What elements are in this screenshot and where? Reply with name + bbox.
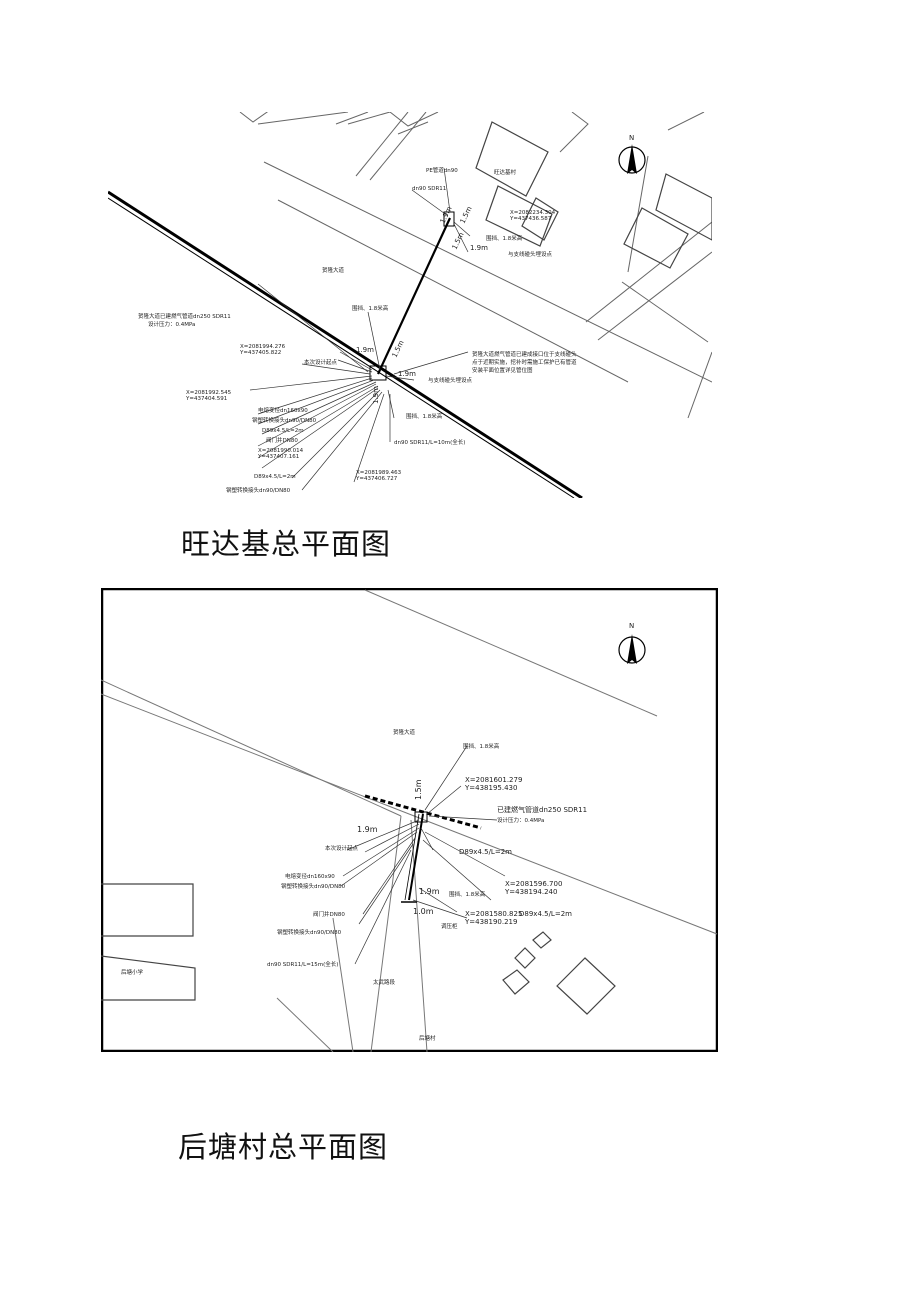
label-village: 后塘村 [419, 1034, 436, 1042]
label-lane: 太武路段 [373, 978, 396, 986]
label-pipe-sdr: dn90 SDR11 [412, 186, 446, 192]
coord-y1: Y=438195.430 [464, 784, 517, 792]
label-fence-b: 围挡、1.8米高 [352, 304, 389, 312]
label-main-line-2: 设计压力：0.4MPa [497, 816, 544, 824]
buildings [101, 883, 616, 1015]
note-2: 点于近期实施，挖补时需施工保护已有管道 [472, 358, 577, 366]
coord-x3: X=2081992.545 [186, 390, 232, 396]
label-fence-a: 围挡、1.8米高 [486, 234, 523, 242]
label-main-line-2: 设计压力：0.4MPa [148, 320, 195, 328]
label-design-pt: 本次设计起点 [325, 844, 359, 852]
label-start-pt: 与支线碰头埋设点 [508, 250, 553, 258]
dim-15m-a: 1.5m [459, 205, 474, 225]
drawing-frame [101, 588, 718, 1052]
coord-y3: Y=437404.591 [185, 396, 227, 402]
dim-10m: 1.0m [413, 907, 434, 916]
coord-y1: Y=437436.587 [509, 216, 552, 222]
label-pipe-len: dn90 SDR11/L=15m(全长) [267, 960, 338, 968]
site-context-lines [239, 112, 712, 419]
north-label: N [629, 622, 634, 630]
site-plan-wangdaji: N PE管道dn90 旺达基村 dn90 SDR11 1.9m 1.5m X=2… [108, 112, 712, 498]
coord-x3: X=2081580.825 [465, 910, 522, 918]
label-adaptor-b: 钢塑转换接头dn90/DN80 [277, 928, 342, 936]
label-main-line-1: 贺隆大道已建燃气管道dn250 SDR11 [138, 312, 231, 320]
label-village: 旺达基村 [494, 168, 517, 176]
coord-y2: Y=437405.822 [239, 350, 281, 356]
label-regulator: 调压柜 [441, 922, 458, 930]
dim-19m-a: 1.9m [357, 825, 378, 834]
north-label: N [629, 134, 634, 142]
label-tee: 电熔变径dn160x90 [285, 872, 335, 880]
coord-x2: X=2081994.276 [240, 344, 286, 350]
dim-15m-b: 1.5m [451, 231, 466, 251]
label-d89-b: D89x4.5/L=2m [254, 474, 296, 480]
label-adaptor: 钢塑转换接头dn90/DN80 [252, 416, 317, 424]
leader-lines [340, 745, 506, 965]
dim-19m-c: 1.9m [356, 346, 374, 354]
dim-19m-d: 1.9m [398, 370, 416, 378]
leader-lines [249, 167, 471, 491]
north-arrow: N [618, 622, 646, 664]
label-road: 贺隆大道 [393, 728, 416, 736]
label-fence-b: 围挡、1.8米高 [449, 890, 486, 898]
coord-y5: Y=437406.727 [355, 476, 398, 482]
dim-19m-a: 1.9m [439, 205, 454, 225]
label-tee: 电熔变径dn160x90 [258, 406, 308, 414]
label-fence-c: 围挡、1.8米高 [406, 412, 443, 420]
coord-x5: X=2081989.463 [356, 470, 402, 476]
label-valve: 阀门井DN80 [313, 910, 345, 918]
label-valve: 阀门井DN80 [266, 436, 298, 444]
buildings [475, 121, 712, 269]
coord-y4: Y=437407.161 [257, 454, 299, 460]
coord-x1: X=2081601.279 [465, 776, 522, 784]
label-pipe-len: dn90 SDR11/L=10m(全长) [394, 438, 465, 446]
branch-pipe [401, 811, 428, 903]
label-junction: 与支线碰头埋设点 [428, 376, 473, 384]
label-d89: D89x4.5/L=2m [262, 428, 304, 434]
dim-19m-b: 1.9m [470, 244, 488, 252]
caption-houtang: 后塘村总平面图 [178, 1130, 389, 1164]
coord-y2: Y=438194.240 [504, 888, 557, 896]
site-context-lines [101, 589, 718, 1052]
site-plan-houtang: N 贺隆大道 围挡、1.8米高 1.5m X=2081601.279 Y=438… [101, 588, 718, 1052]
branch-pipe [369, 211, 455, 381]
label-main-line-1: 已建燃气管道dn250 SDR11 [497, 805, 587, 814]
north-arrow: N [618, 134, 646, 174]
label-adaptor-b: 钢塑转换接头dn90/DN80 [226, 486, 291, 494]
label-d89-b: D89x4.5/L=2m [519, 910, 572, 918]
label-adaptor-a: 钢塑转换接头dn90/DN80 [281, 882, 346, 890]
label-road: 贺隆大道 [322, 266, 345, 274]
note-3: 安装平面位置详见管位图 [472, 366, 533, 374]
coord-x1: X=2082234.304 [510, 210, 556, 216]
coord-x2: X=2081596.700 [505, 880, 562, 888]
dim-15m: 1.5m [414, 779, 423, 800]
main-gas-pipe [108, 190, 583, 498]
note-1: 贺隆大道燃气管道已建成接口位于支线碰头 [472, 350, 577, 358]
label-fence-a: 围挡、1.8米高 [463, 742, 500, 750]
coord-x4: X=2081990.014 [258, 448, 304, 454]
dim-19m-b: 1.9m [419, 887, 440, 896]
label-pe-pipe: PE管道dn90 [426, 166, 458, 174]
label-design-pt: 本次设计起点 [304, 358, 338, 366]
caption-wangdaji: 旺达基总平面图 [181, 527, 392, 561]
label-school: 后塘小学 [121, 968, 144, 976]
dim-19m-e: 1.9m [372, 386, 380, 404]
label-d89-a: D89x4.5/L=2m [459, 848, 512, 856]
coord-y3: Y=438190.219 [464, 918, 517, 926]
